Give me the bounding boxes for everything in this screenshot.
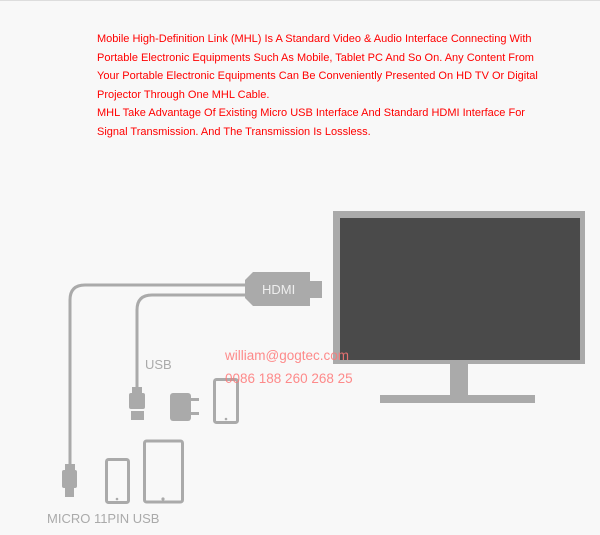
micro-usb-plug-icon <box>62 464 77 497</box>
watermark-phone: 0086 188 260 268 25 <box>225 371 353 386</box>
cables <box>68 283 250 468</box>
usb-plug-icon <box>129 387 145 420</box>
phone-icon <box>213 378 239 424</box>
description: Mobile High-Definition Link (MHL) Is A S… <box>97 30 577 141</box>
hdmi-label: HDMI <box>262 282 296 297</box>
usb-label: USB <box>145 357 172 372</box>
description-line: Portable Electronic Equipments Such As M… <box>97 51 534 64</box>
hdmi-plug-icon <box>245 272 322 306</box>
divider <box>0 0 600 1</box>
tablet-icon <box>143 439 184 504</box>
watermark-email: william@gogtec.com <box>225 348 349 363</box>
description-line: Mobile High-Definition Link (MHL) Is A S… <box>97 33 532 45</box>
charger-icon <box>170 393 199 421</box>
description-line: Projector Through One MHL Cable. <box>97 88 270 101</box>
phone-icon <box>105 458 130 504</box>
monitor-icon <box>333 211 585 403</box>
description-line: MHL Take Advantage Of Existing Micro USB… <box>97 107 525 119</box>
description-line: Your Portable Electronic Equipments Can … <box>97 70 538 82</box>
description-line: Signal Transmission. And The Transmissio… <box>97 125 371 138</box>
micro-usb-label: MICRO 11PIN USB <box>47 511 160 526</box>
